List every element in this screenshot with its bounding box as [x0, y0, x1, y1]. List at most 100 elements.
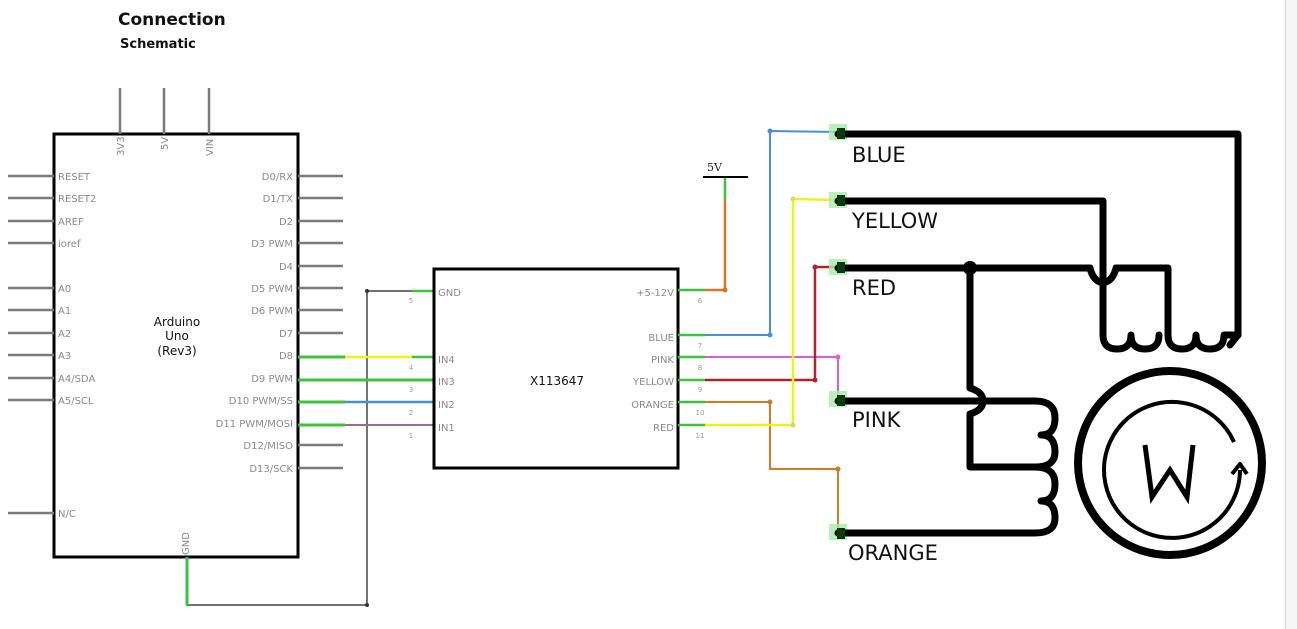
arduino-name-line1: Arduino	[154, 315, 200, 329]
driver-body	[432, 267, 680, 470]
terminal-end-red	[837, 262, 845, 273]
driver-left-pin-label: IN2	[438, 400, 455, 411]
arduino-right-pin-label: D6 PWM	[251, 306, 293, 317]
motor-outer-ring	[1074, 367, 1266, 559]
terminal-end-orange	[837, 528, 845, 539]
driver-left-pin-number: 2	[409, 409, 413, 417]
arduino-right-pin-label: D1/TX	[263, 194, 294, 205]
motor-label-red: RED	[852, 276, 896, 300]
rotation-arrow-icon	[1230, 462, 1249, 476]
wire-red	[705, 265, 838, 382]
arduino-left-pin-label: RESET	[58, 172, 91, 183]
control-wires	[185, 289, 434, 607]
wire-blue	[705, 129, 839, 336]
vcc-junction	[722, 287, 728, 293]
driver-left-pin-number: 5	[409, 297, 413, 305]
arduino-top-pins: 3V3 5V VIN	[116, 88, 216, 156]
diagram-subtitle: Schematic	[120, 37, 196, 52]
arduino-left-pin-label: RESET2	[58, 194, 96, 205]
arduino-left-pin-label: A2	[58, 329, 71, 340]
red-common-junction	[963, 261, 977, 275]
driver-right-pin-number: 10	[696, 409, 705, 417]
motor-wire-blue	[834, 130, 1242, 349]
motor-label-orange: ORANGE	[848, 541, 938, 565]
driver-right-pin-label: BLUE	[648, 333, 674, 344]
coil-b	[834, 397, 1059, 537]
arduino-right-pin-label: D8	[279, 351, 293, 362]
pink-junction	[835, 354, 841, 360]
orange-junction	[767, 399, 773, 405]
vertical-scrollbar[interactable]	[1285, 0, 1297, 629]
arduino-right-pin-label: D11 PWM/MOSI	[216, 419, 293, 430]
arduino-left-pin-label: N/C	[58, 509, 76, 520]
driver-right-pin-label: +5-12V	[636, 288, 674, 299]
orange-junction-bottom	[835, 466, 841, 472]
driver-right-pin-number: 8	[698, 364, 702, 372]
driver-left-pin-label: IN3	[438, 377, 455, 388]
arduino-left-pin-label: A3	[58, 351, 71, 362]
driver-right-pin-label: YELLOW	[632, 377, 674, 388]
pin-label-arduino-gnd: GND	[181, 532, 192, 555]
blue-junction-top	[767, 128, 773, 134]
arduino-right-pin-label: D12/MISO	[243, 441, 293, 452]
arduino-right-pin-label: D3 PWM	[251, 239, 293, 250]
pin-label-5v: 5V	[160, 137, 171, 150]
coil-a	[1099, 266, 1242, 353]
blue-junction	[767, 332, 773, 338]
arduino-right-pin-label: D4	[279, 262, 293, 273]
arduino-right-pin-label: D0/RX	[262, 172, 293, 183]
driver-name: X113647	[530, 374, 584, 388]
driver-left-pin-label: IN1	[438, 423, 455, 434]
gnd-junction-bottom	[365, 603, 369, 607]
wire-orange	[705, 401, 839, 531]
driver-right-pin-number: 7	[698, 342, 702, 350]
terminal-end-yellow	[837, 195, 845, 206]
driver-right-pin-number: 11	[696, 432, 705, 440]
driver-left-pin-number: 1	[409, 432, 413, 440]
arduino-left-pin-label: A5/SCL	[58, 396, 94, 407]
power-label-5v: 5V	[707, 161, 723, 174]
driver-left-pin-label: IN4	[438, 355, 455, 366]
driver-right-pin-label: ORANGE	[631, 400, 674, 411]
driver-left-pin-number: 3	[409, 386, 413, 394]
yellow-junction-top	[790, 196, 796, 202]
pin-label-vin: VIN	[205, 139, 216, 156]
diagram-title: Connection	[118, 10, 226, 30]
motor-wires: 5V	[678, 128, 841, 531]
terminal-end-blue	[837, 128, 845, 139]
terminal-end-pink	[837, 395, 845, 406]
driver-right-pin-number: 6	[698, 297, 703, 305]
motor-label-yellow: YELLOW	[851, 209, 938, 233]
motor-w-glyph	[1142, 444, 1196, 505]
arduino-name-line3: (Rev3)	[157, 344, 196, 358]
wire-yellow	[705, 197, 839, 427]
rotation-arc-icon	[1102, 399, 1242, 540]
arduino-right-pin-label: D13/SCK	[249, 464, 293, 475]
driver-left-pin-number: 4	[409, 364, 414, 372]
gnd-junction	[365, 289, 369, 293]
driver-right-pin-label: RED	[653, 423, 674, 434]
arduino-left-pin-label: ioref	[58, 239, 81, 250]
driver-right-pin-number: 9	[698, 386, 702, 394]
wire-pink	[705, 356, 839, 399]
arduino-uno: 3V3 5V VIN RESETRESET2AREFiorefA0A1A2A3A…	[8, 88, 343, 559]
arduino-right-pin-label: D5 PWM	[251, 284, 293, 295]
arduino-left-pin-label: A0	[58, 284, 71, 295]
motor-label-pink: PINK	[852, 408, 902, 432]
yellow-junction	[790, 422, 796, 428]
driver-right-pin-label: PINK	[651, 355, 674, 366]
arduino-left-pin-label: A4/SDA	[58, 374, 95, 385]
driver-left-pin-label: GND	[438, 288, 461, 299]
motor-label-blue: BLUE	[852, 143, 906, 167]
wire-vcc	[705, 200, 727, 292]
arduino-body	[52, 132, 300, 559]
arduino-right-pin-label: D10 PWM/SS	[229, 396, 293, 407]
arduino-left-pin-label: AREF	[58, 217, 84, 228]
arduino-name-line2: Uno	[165, 329, 189, 343]
arduino-left-pin-label: A1	[58, 306, 71, 317]
